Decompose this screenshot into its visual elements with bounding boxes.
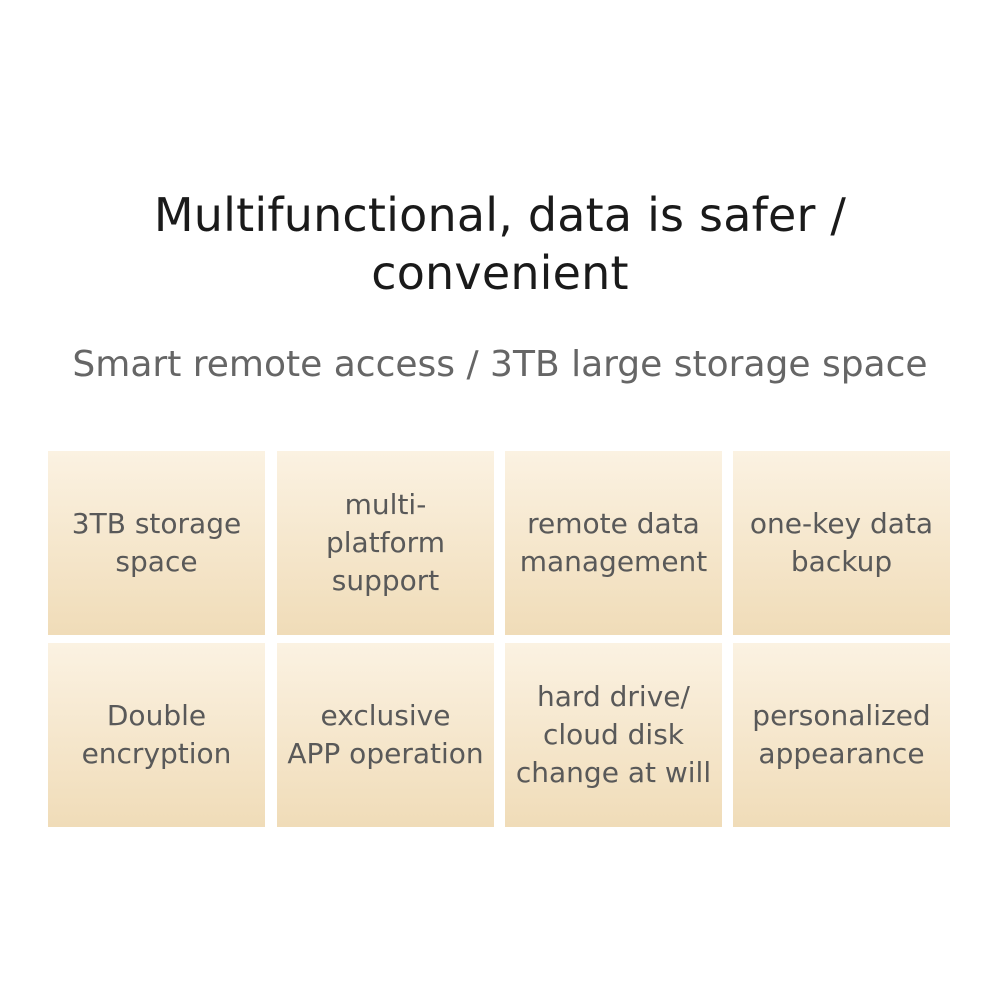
feature-tile-app-operation: exclusive APP operation bbox=[277, 643, 494, 827]
title-line-2: convenient bbox=[371, 246, 629, 300]
feature-tile-drive-cloud-switch: hard drive/ cloud disk change at will bbox=[505, 643, 722, 827]
feature-grid: 3TB storage space multi- platform suppor… bbox=[48, 451, 950, 827]
feature-label: hard drive/ cloud disk change at will bbox=[515, 680, 712, 789]
feature-tile-multi-platform: multi- platform support bbox=[277, 451, 494, 635]
page-subtitle: Smart remote access / 3TB large storage … bbox=[72, 344, 928, 385]
feature-label: Double encryption bbox=[81, 699, 232, 770]
feature-tile-storage-space: 3TB storage space bbox=[48, 451, 265, 635]
title-line-1: Multifunctional, data is safer / bbox=[153, 188, 847, 242]
feature-label: 3TB storage space bbox=[71, 507, 242, 578]
feature-tile-remote-management: remote data management bbox=[505, 451, 722, 635]
feature-label: multi- platform support bbox=[326, 488, 445, 597]
feature-tile-one-key-backup: one-key data backup bbox=[733, 451, 950, 635]
page-title: Multifunctional, data is safer / conveni… bbox=[0, 186, 1000, 302]
feature-label: personalized appearance bbox=[752, 699, 931, 770]
feature-label: one-key data backup bbox=[749, 507, 934, 578]
feature-label: remote data management bbox=[519, 507, 708, 578]
feature-tile-double-encryption: Double encryption bbox=[48, 643, 265, 827]
feature-label: exclusive APP operation bbox=[287, 699, 484, 770]
feature-tile-personalized-appearance: personalized appearance bbox=[733, 643, 950, 827]
